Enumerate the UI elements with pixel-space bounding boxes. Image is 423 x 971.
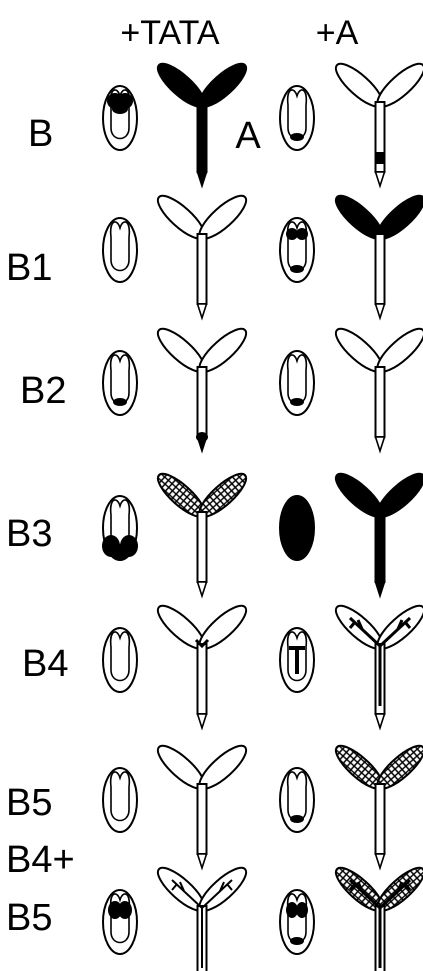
stain-band — [376, 152, 385, 164]
embryo-lobes — [288, 355, 307, 404]
row-3-tata-embryo — [103, 351, 137, 415]
stain-spot — [118, 901, 132, 919]
embryo-lobes — [288, 90, 307, 139]
row-6-a-embryo — [280, 768, 314, 832]
hypocotyl — [198, 512, 207, 582]
row-7-a-seedling — [330, 862, 423, 971]
stain-spot — [110, 544, 130, 560]
root-tip — [376, 304, 385, 318]
stain-spot — [290, 133, 304, 141]
root-tip — [198, 854, 207, 868]
root-tip — [376, 172, 385, 186]
embryo-lobes — [111, 772, 130, 821]
row-2-tata-seedling — [152, 190, 252, 318]
root-tip — [376, 437, 385, 451]
stain-spot — [290, 937, 304, 945]
stain-spot — [290, 398, 304, 406]
row-5-a-embryo — [280, 628, 314, 692]
hypocotyl — [198, 234, 207, 304]
stain-spot — [196, 432, 208, 442]
row-5-a-seedling — [330, 600, 423, 728]
embryo-lobes — [111, 355, 130, 404]
row-1-a-embryo — [280, 86, 314, 150]
row-6-tata-embryo — [103, 768, 137, 832]
hypocotyl — [376, 367, 385, 437]
row-6-a-seedling — [330, 740, 423, 868]
row-5-tata-embryo — [103, 628, 137, 692]
root-tip — [376, 582, 385, 596]
hypocotyl — [198, 644, 207, 714]
row-4-tata-embryo — [102, 496, 138, 560]
stain-spot — [112, 104, 128, 114]
root-tip — [198, 714, 207, 728]
row-label-b1: B1 — [6, 247, 52, 289]
row-label-b: B — [28, 113, 53, 155]
stain-spot — [296, 902, 308, 918]
row-6-tata-seedling — [152, 740, 252, 868]
hypocotyl — [198, 102, 207, 172]
row-7-tata-embryo — [103, 890, 137, 954]
row-label-b3: B3 — [6, 513, 52, 555]
embryo-lobes — [111, 632, 130, 681]
hypocotyl — [198, 367, 207, 437]
root-tip — [198, 172, 207, 186]
row-1-a-seedling — [330, 58, 423, 186]
row-4-a-embryo — [280, 496, 314, 560]
row-label-b4: B4 — [22, 643, 68, 685]
stain-spot — [113, 398, 127, 406]
row-7-a-embryo — [280, 890, 314, 954]
root-tip — [198, 304, 207, 318]
row-3-a-seedling — [330, 323, 423, 451]
row-label-b2: B2 — [20, 370, 66, 412]
row-1-tata-embryo — [103, 86, 137, 150]
stain-spot — [296, 228, 308, 240]
hypocotyl — [376, 784, 385, 854]
row-2-a-seedling — [330, 190, 423, 318]
row-4-a-seedling — [330, 468, 423, 596]
column-header-left: +TATA — [120, 14, 220, 52]
row-5-tata-seedling — [152, 600, 252, 728]
embryo-lobes — [288, 894, 307, 943]
embryo-lobes — [288, 772, 307, 821]
stain-spot — [290, 265, 304, 273]
hypocotyl — [376, 234, 385, 304]
row-7-tata-seedling — [152, 862, 252, 971]
root-tip — [376, 714, 385, 728]
tissue-label: A — [235, 115, 261, 157]
row-label-b5: B5 — [6, 782, 52, 824]
hypocotyl — [376, 512, 385, 582]
root-tip — [376, 854, 385, 868]
embryo-lobes — [111, 222, 130, 271]
hypocotyl — [198, 784, 207, 854]
row-2-tata-embryo — [103, 218, 137, 282]
row-4-tata-seedling — [152, 468, 252, 596]
row-label-b4-b5: B4+ B5 — [6, 839, 85, 939]
root-tip — [198, 582, 207, 596]
stain-spot — [290, 815, 304, 823]
row-3-tata-seedling — [152, 323, 252, 451]
column-header-right: +A — [316, 14, 359, 52]
row-3-a-embryo — [280, 351, 314, 415]
row-2-a-embryo — [280, 218, 314, 282]
embryo-outline — [280, 496, 314, 560]
